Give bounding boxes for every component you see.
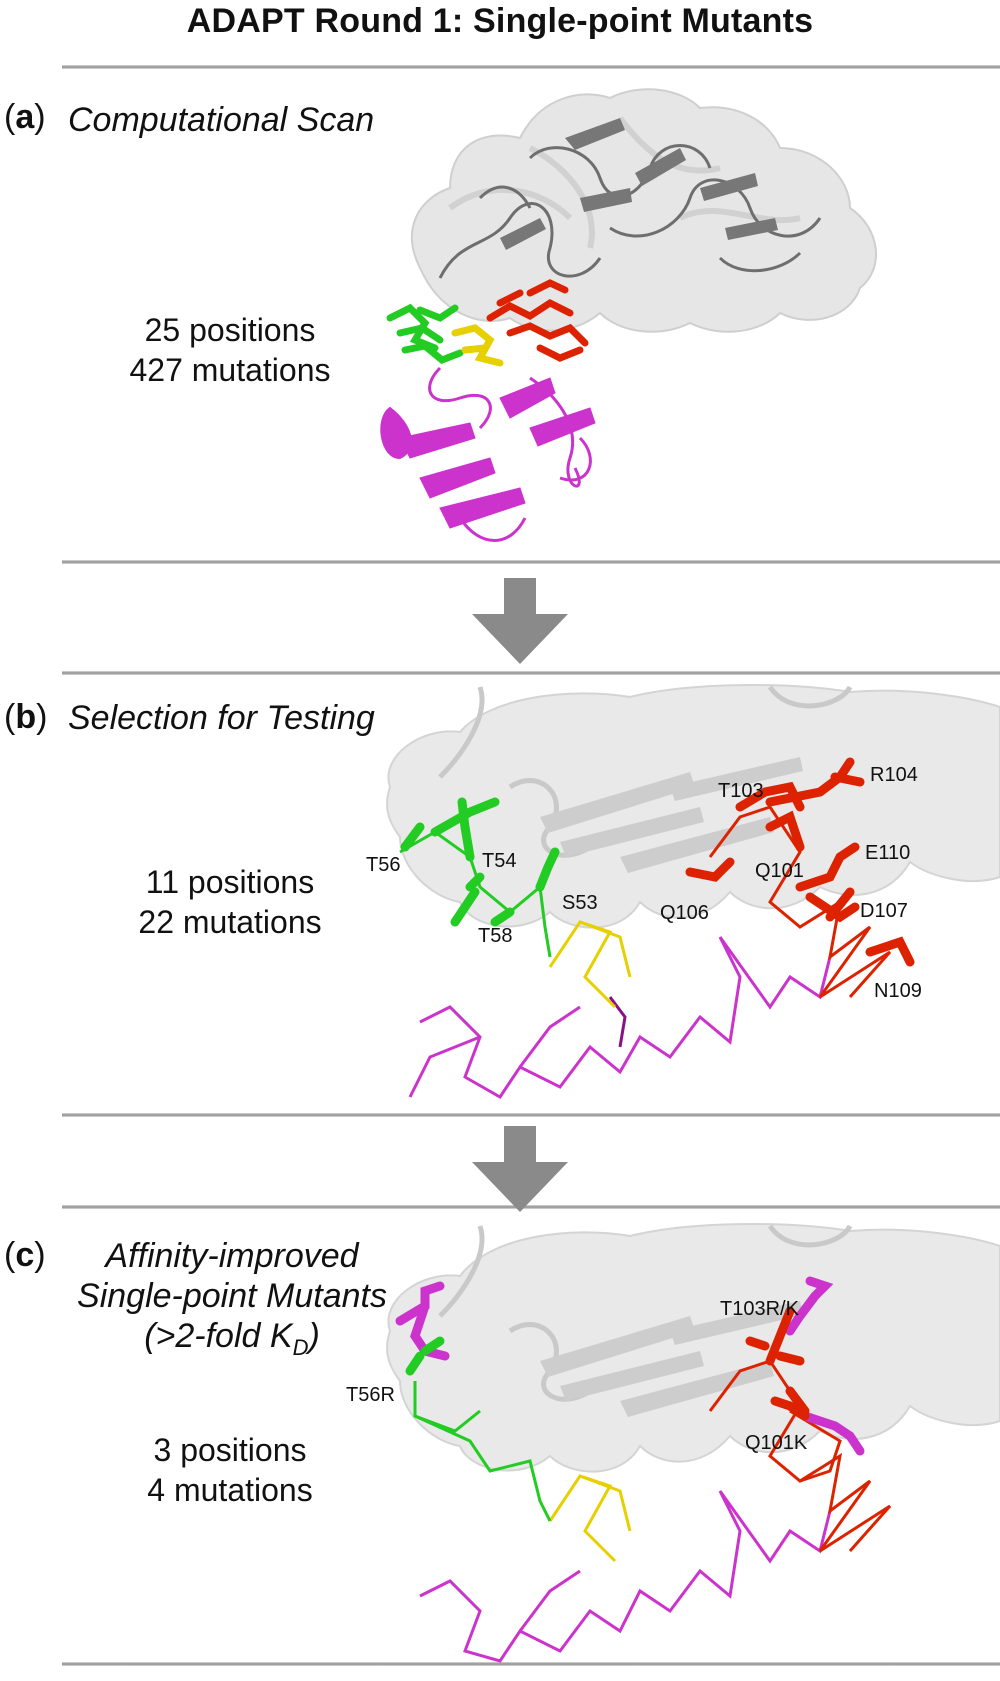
panel-label-b: (b) xyxy=(4,698,48,736)
receptor-strands xyxy=(500,118,778,250)
receptor-surface xyxy=(386,1223,1000,1473)
protein-structure-c: T56R T103R/K Q101K xyxy=(346,1223,1000,1663)
figure-title: ADAPT Round 1: Single-point Mutants xyxy=(186,2,814,40)
red-residues xyxy=(486,279,589,362)
panel-label-a: (a) xyxy=(4,98,46,136)
label-T54: T54 xyxy=(482,850,516,872)
positions-count: 11 positions xyxy=(145,864,315,900)
divider-bottom-b xyxy=(62,1113,1000,1117)
panel-a-counts: 25 positions 427 mutations xyxy=(90,310,370,390)
magenta-backbone xyxy=(419,1490,832,1663)
receptor-strands xyxy=(540,757,803,873)
divider-bottom-a xyxy=(62,560,1000,564)
yellow-backbone xyxy=(548,1474,632,1563)
positions-count: 25 positions xyxy=(144,312,316,348)
divider-top-a xyxy=(62,65,1000,69)
mutations-count: 427 mutations xyxy=(129,352,331,388)
positions-count: 3 positions xyxy=(153,1432,307,1468)
yellow-residues xyxy=(451,324,504,367)
label-T58: T58 xyxy=(478,925,512,947)
protein-structure-b: T56 T54 S53 T58 T103 R104 Q101 E110 Q106… xyxy=(366,684,1000,1099)
mutations-count: 22 mutations xyxy=(138,904,322,940)
green-backbone xyxy=(413,1381,552,1522)
label-S53: S53 xyxy=(562,892,598,914)
receptor-surface xyxy=(410,88,877,333)
green-residues xyxy=(386,303,464,365)
panel-c-counts: 3 positions 4 mutations xyxy=(90,1430,370,1510)
mutant-T103RK xyxy=(785,1276,834,1336)
label-T103: T103 xyxy=(718,780,764,802)
red-backbone xyxy=(708,1359,892,1553)
label-Q101: Q101 xyxy=(755,860,804,882)
yellow-backbone xyxy=(548,920,632,1009)
green-residues xyxy=(399,797,560,958)
kd-note: (>2-fold KD) xyxy=(144,1317,320,1360)
mutant-T56R xyxy=(395,1281,450,1361)
label-Q101K: Q101K xyxy=(745,1432,808,1454)
divider-top-b xyxy=(62,671,1000,675)
mutant-Q101K xyxy=(800,1411,865,1456)
down-arrow-a-to-b xyxy=(472,578,568,664)
label-R104: R104 xyxy=(870,764,918,786)
protein-structure-a xyxy=(380,88,877,542)
red-residues xyxy=(685,757,915,999)
panel-label-c: (c) xyxy=(4,1236,46,1274)
label-T56R: T56R xyxy=(346,1384,395,1406)
panel-title-c: Affinity-improved Single-point Mutants (… xyxy=(62,1236,402,1368)
divider-bottom-c xyxy=(62,1662,1000,1666)
label-N109: N109 xyxy=(874,980,922,1002)
panel-title-b: Selection for Testing xyxy=(68,699,375,737)
mutations-count: 4 mutations xyxy=(147,1472,313,1508)
magenta-backbone xyxy=(408,936,832,1099)
divider-top-c xyxy=(62,1205,1000,1209)
down-arrow-b-to-c xyxy=(472,1126,568,1212)
magenta-domain xyxy=(380,377,596,529)
label-Q106: Q106 xyxy=(660,902,709,924)
label-T103RK: T103R/K xyxy=(720,1298,800,1320)
label-T56: T56 xyxy=(366,854,400,876)
panel-title-a: Computational Scan xyxy=(68,101,375,139)
receptor-surface xyxy=(386,684,1000,929)
label-E110: E110 xyxy=(865,842,910,864)
label-D107: D107 xyxy=(860,900,908,922)
panel-b-counts: 11 positions 22 mutations xyxy=(90,862,370,942)
